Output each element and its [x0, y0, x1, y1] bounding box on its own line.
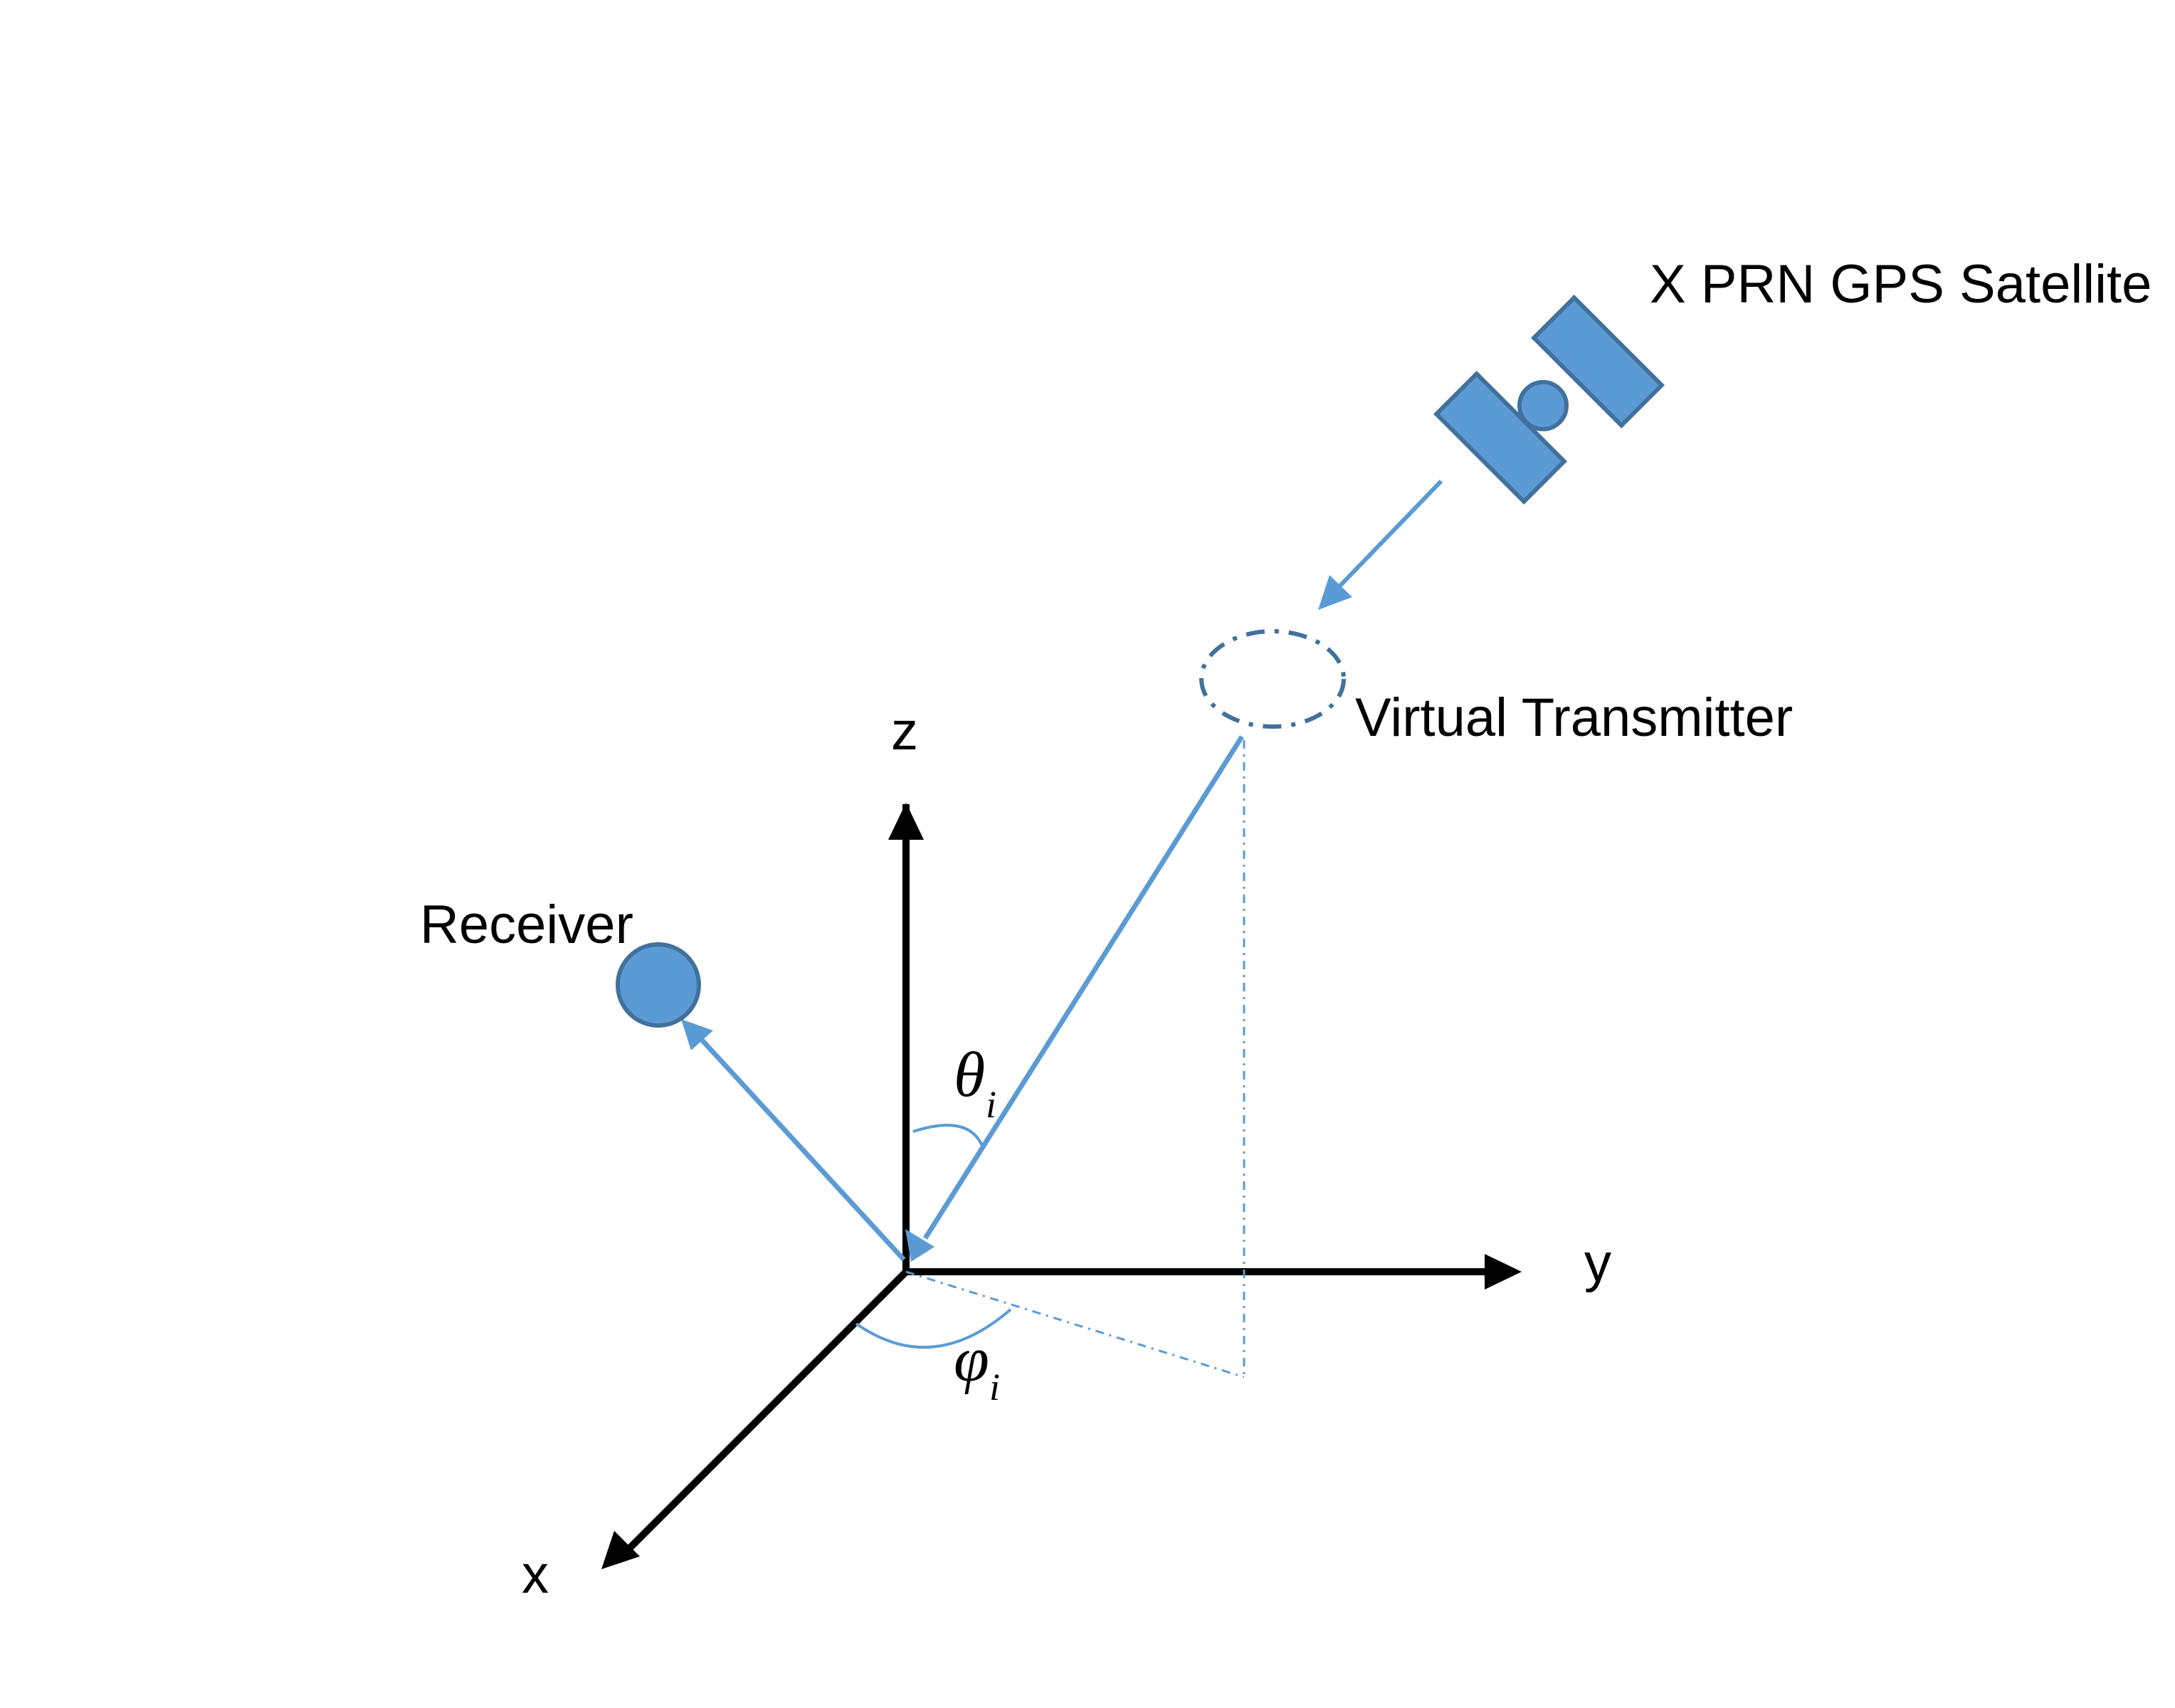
- y-axis-label: y: [1584, 1233, 1611, 1293]
- x-axis-arrowhead: [601, 1531, 640, 1569]
- incident-ray-arrowhead: [905, 1229, 934, 1262]
- z-axis-label: z: [891, 701, 918, 761]
- x-axis: [623, 1269, 909, 1554]
- x-axis-label: x: [522, 1544, 549, 1605]
- satellite-icon: [1433, 294, 1665, 505]
- projection-lines: [905, 740, 1246, 1378]
- virtual-transmitter-label: Virtual Transmitter: [1355, 687, 1793, 748]
- satellite-signal-arrowhead: [1318, 575, 1352, 610]
- phi-subscript: i: [989, 1366, 1000, 1408]
- axes: [601, 803, 1522, 1569]
- satellite-signal-arrow: [1336, 479, 1443, 590]
- theta-symbol: θ: [954, 1040, 985, 1110]
- incident-ray: [923, 735, 1244, 1240]
- ground-projection-line: [905, 1270, 1245, 1378]
- satellite-label: X PRN GPS Satellite: [1650, 254, 2152, 315]
- theta-angle-arc: [912, 1124, 984, 1146]
- reflected-ray: [699, 1037, 906, 1262]
- z-axis-arrowhead: [888, 803, 924, 840]
- theta-subscript: i: [986, 1083, 996, 1126]
- virtual-transmitter-ellipse: [1199, 629, 1346, 729]
- phi-symbol: φ: [954, 1324, 989, 1395]
- phi-angle-arc: [855, 1308, 1012, 1349]
- reflected-ray-arrowhead: [681, 1019, 713, 1050]
- receiver-label: Receiver: [420, 895, 633, 955]
- receiver-icon: [616, 942, 701, 1028]
- y-axis-arrowhead: [1485, 1254, 1522, 1290]
